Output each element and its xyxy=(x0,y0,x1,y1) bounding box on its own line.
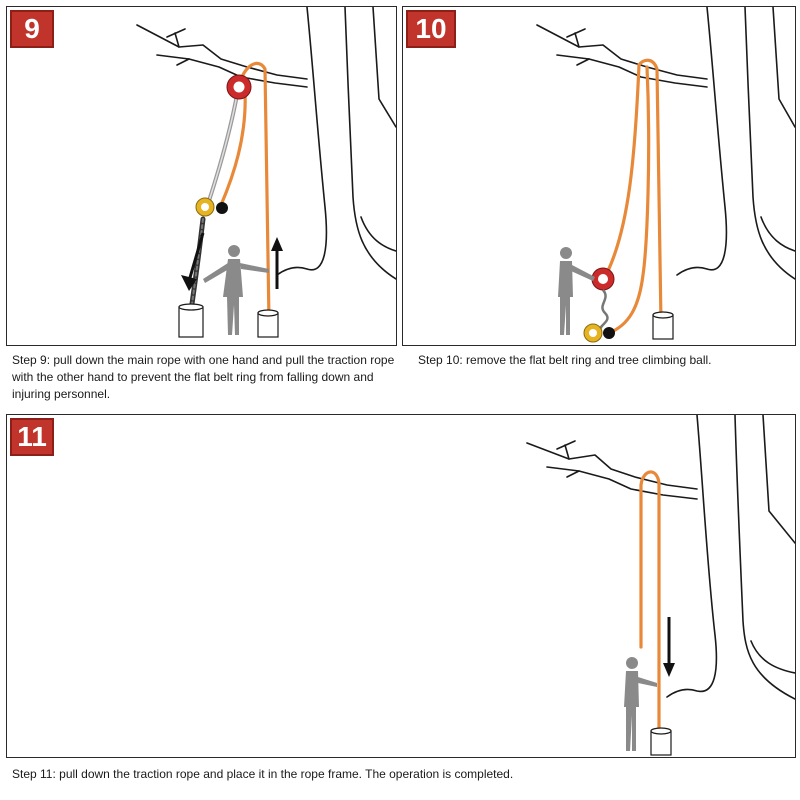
step-9-caption: Step 9: pull down the main rope with one… xyxy=(12,353,395,401)
person-figure xyxy=(624,657,657,751)
person-figure xyxy=(203,245,269,335)
arrow-down xyxy=(663,617,675,677)
strap xyxy=(599,289,609,330)
traction-rope xyxy=(605,58,663,335)
step-9-illustration xyxy=(136,7,396,338)
step-10-illustration xyxy=(536,7,795,343)
rope-bucket xyxy=(652,311,674,340)
step-number-badge: 10 xyxy=(406,10,456,48)
flat-belt-ring xyxy=(226,74,252,100)
tree-outline xyxy=(536,7,795,280)
person-figure xyxy=(558,247,595,335)
step-11-panel: 11 xyxy=(6,414,796,758)
climbing-ball xyxy=(603,327,615,339)
step-number-badge: 9 xyxy=(10,10,54,48)
step-9-panel: 9 xyxy=(6,6,397,346)
rope-bucket xyxy=(650,727,672,756)
arrow-up xyxy=(271,237,283,289)
traction-rope xyxy=(639,470,661,739)
step-10-caption: Step 10: remove the flat belt ring and t… xyxy=(418,353,712,367)
rope-bucket-right xyxy=(257,309,279,338)
step-11-illustration xyxy=(526,415,795,756)
tree-outline xyxy=(136,7,396,280)
yellow-ring xyxy=(583,323,603,343)
step-10-panel: 10 xyxy=(402,6,796,346)
arrow-down xyxy=(181,232,205,291)
yellow-ring xyxy=(195,197,215,217)
step-11-caption: Step 11: pull down the traction rope and… xyxy=(12,767,514,781)
climbing-ball xyxy=(216,202,228,214)
rope-bucket-left xyxy=(178,303,204,338)
tree-outline xyxy=(526,415,795,700)
flat-belt-ring xyxy=(591,267,615,291)
step-number-badge: 11 xyxy=(10,418,54,456)
